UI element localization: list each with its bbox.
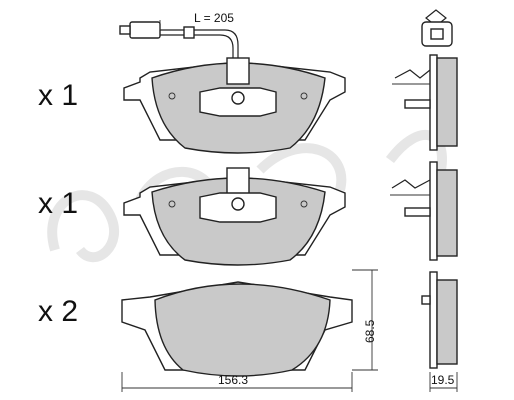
side-view-1 [392,9,458,151]
brake-pad-with-sensor-1: L = 205 [119,11,346,154]
brake-pad-with-sensor-2 [123,167,346,266]
side-view-2 [390,161,458,261]
width-dimension-label: 156.3 [218,373,248,387]
quantity-label-3: x 2 [38,295,78,328]
side-view-3 [421,271,458,369]
dimension-thickness: 19.5 [429,372,458,392]
dimension-width: 156.3 [121,372,353,392]
height-dimension-label: 68.5 [363,319,377,343]
brake-pad-plain [121,281,353,377]
quantity-label-2: x 1 [38,187,78,220]
sensor-length-label: L = 205 [194,11,234,25]
quantity-label-1: x 1 [38,79,78,112]
thickness-dimension-label: 19.5 [431,373,455,387]
wear-sensor [119,20,239,60]
dimension-height: 68.5 [352,269,378,371]
